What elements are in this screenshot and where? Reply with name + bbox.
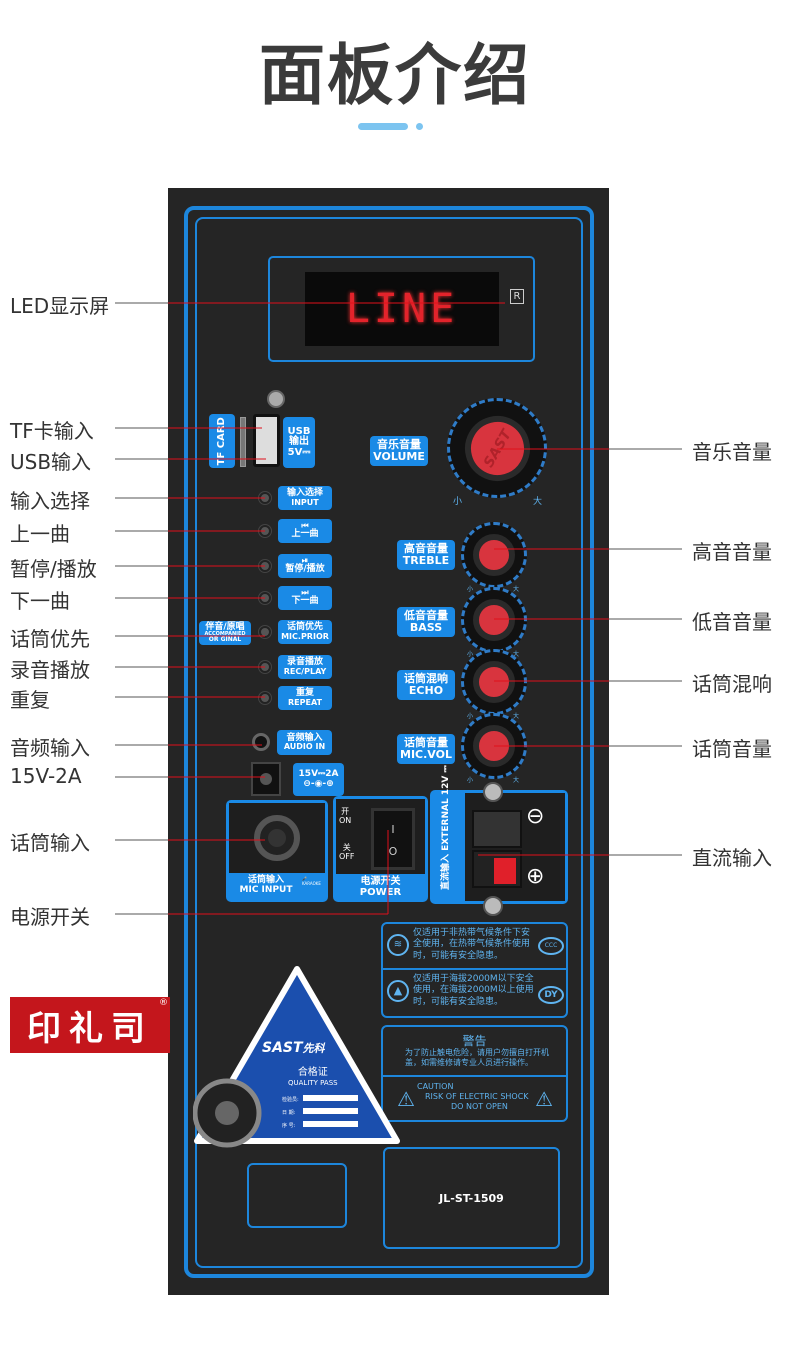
tf-card-slot[interactable] (240, 417, 246, 467)
button-label: ⏯暂停/播放 (278, 554, 332, 578)
screw-icon (483, 782, 503, 802)
dc-jack[interactable] (251, 762, 281, 796)
knob-1[interactable] (461, 522, 527, 588)
callout-label: 下一曲 (10, 589, 70, 613)
climate-altitude-notice: ≋ 仅适用于非热带气候条件下安全使用，在热带气候条件使用时，可能有安全隐患。 C… (381, 922, 568, 1018)
screw-icon (267, 390, 285, 408)
warning-icon: ⚠ (397, 1087, 415, 1111)
callout-label: 直流输入 (692, 846, 772, 870)
callout-label: LED显示屏 (10, 294, 110, 318)
knob-0[interactable]: SAST (447, 398, 547, 498)
quality-pass-sticker (193, 966, 400, 1148)
min-mark: 小 (467, 713, 474, 720)
dc-input-panel: 直流输入 EXTERNAL 12V ⎓ ⊖ ⊕ (430, 765, 568, 904)
audio-in-jack[interactable] (252, 733, 270, 751)
warning-box: 警告 为了防止触电危险，请用户勿擅自打开机盖，如需维修请专业人员进行操作。 ⚠ … (381, 1025, 568, 1122)
plus-icon: ⊕ (526, 864, 545, 889)
callout-label: 高音音量 (692, 540, 772, 564)
callout-label: 录音播放 (10, 658, 90, 682)
callout-label: 音频输入 (10, 736, 90, 760)
callout-label: 话筒输入 (10, 831, 90, 855)
button-6[interactable] (259, 692, 271, 704)
mountain-icon: ▲ (387, 980, 409, 1002)
max-mark: 大 (513, 586, 520, 593)
dc-terminal-negative[interactable] (472, 810, 522, 848)
title-dot (416, 123, 423, 130)
callout-label: 音乐音量 (692, 440, 772, 464)
button-label: ⏮上一曲 (278, 519, 332, 543)
min-mark: 小 (453, 497, 463, 507)
model-box: JL-ST-1509 (383, 1147, 560, 1249)
usb-port[interactable] (253, 414, 280, 467)
callout-label: 重复 (10, 688, 50, 712)
callout-label: 话筒优先 (10, 627, 90, 651)
brand-seal-logo: 印礼司 ® (10, 997, 170, 1053)
page-title: 面板介绍 (259, 37, 531, 114)
button-4[interactable] (259, 626, 271, 638)
callout-label: 低音音量 (692, 610, 772, 634)
max-mark: 大 (513, 777, 520, 784)
max-mark: 大 (513, 651, 520, 658)
blank-label-box (247, 1163, 347, 1228)
min-mark: 小 (467, 586, 474, 593)
ccc-badge: CCC (538, 937, 564, 955)
tropical-icon: ≋ (387, 934, 409, 956)
led-display-frame (268, 256, 535, 362)
panel-outer-border (184, 206, 594, 1278)
callout-label: 暂停/播放 (10, 557, 97, 581)
microphone-icon: 🎤KARAOKE (302, 876, 321, 886)
max-mark: 大 (513, 713, 520, 720)
model-number: JL-ST-1509 (439, 1191, 504, 1205)
button-label: ⏭下一曲 (278, 586, 332, 610)
min-mark: 小 (467, 777, 474, 784)
callout-label: 上一曲 (10, 522, 70, 546)
callout-label: USB输入 (10, 450, 92, 474)
max-mark: 大 (533, 497, 543, 507)
mic-input-jack[interactable] (254, 815, 300, 861)
dy-badge: DY (538, 986, 564, 1004)
panel-inner-border (195, 217, 583, 1268)
dc-terminal-positive[interactable] (472, 850, 522, 888)
callout-label: 15V-2A (10, 764, 82, 788)
callout-label: 话筒混响 (692, 672, 772, 696)
dc-jack-label: 15V⎓2A⊖-◉-⊕ (293, 763, 344, 796)
sast-brand: SAST先科 (262, 1040, 325, 1056)
led-text: LINE (345, 286, 459, 332)
callout-label: 输入选择 (10, 489, 90, 513)
callout-label: TF卡输入 (10, 419, 94, 443)
led-screen: LINE (305, 272, 499, 346)
min-mark: 小 (467, 651, 474, 658)
knob-4[interactable] (461, 713, 527, 779)
led-badge: R (510, 289, 524, 304)
callout-label: 电源开关 (10, 905, 90, 929)
screw-icon (483, 896, 503, 916)
callout-label: 话筒音量 (692, 737, 772, 761)
minus-icon: ⊖ (526, 804, 545, 829)
warning-icon: ⚠ (535, 1087, 553, 1111)
knob-2[interactable] (461, 587, 527, 653)
quality-fields: 检验员:日 期:序 号: (282, 1097, 299, 1129)
title-underline (358, 123, 408, 130)
